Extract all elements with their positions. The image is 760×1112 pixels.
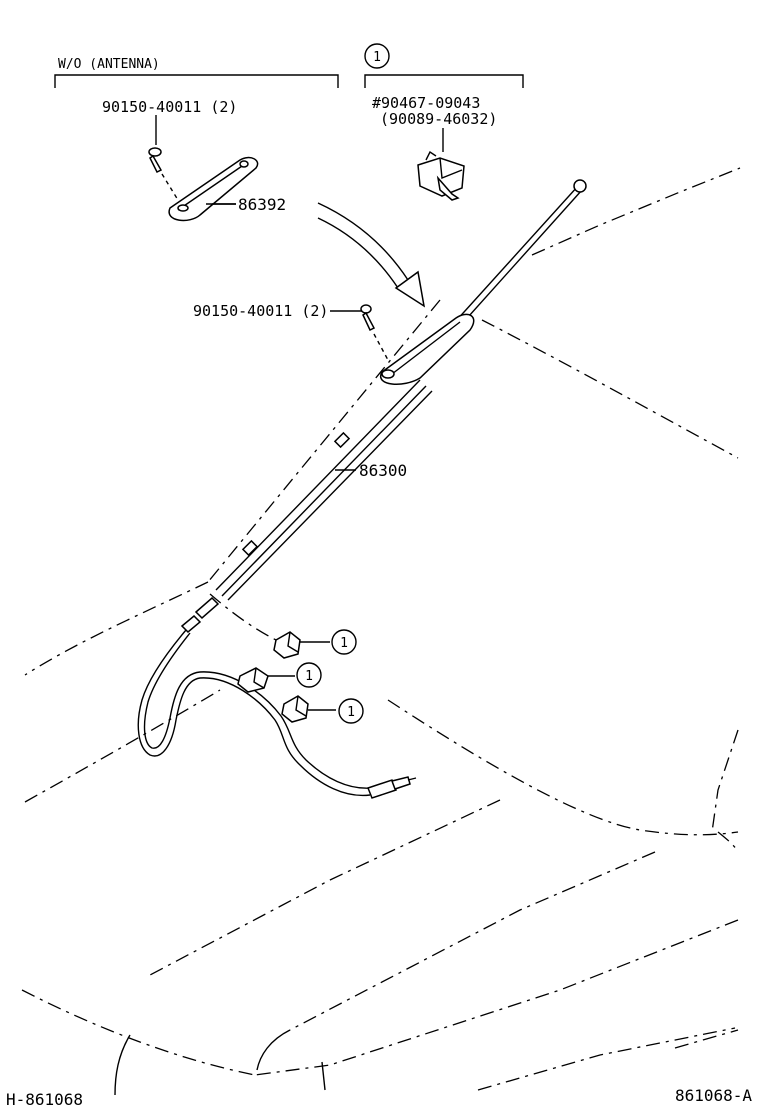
screw-top-icon [148,115,179,201]
bumper-edge-right [674,1029,739,1049]
ref-header-number: 1 [373,50,381,65]
diagram-code-left: H-861068 [6,1090,83,1109]
cover-part-number: 86392 [238,195,286,214]
hood-middle-line [24,689,221,803]
bumper-corner-left [114,1034,131,1096]
clip-part-number: #90467-09043 [372,94,480,112]
bumper-lower-right [477,1027,736,1091]
ref-1-number: 1 [340,636,348,651]
diagram-code-right: 861068-A [675,1086,752,1105]
ref-circle-header [364,43,390,69]
clip-part-icon [417,128,465,201]
bumper-line-1 [149,799,501,976]
hood-left-edge [24,581,209,676]
bumper-line-3 [254,919,739,1076]
antenna-assembly-icon [180,179,587,634]
screw-mid-icon [330,304,389,361]
cable-clip-2-icon [237,667,295,693]
direction-arrow-icon [317,202,426,308]
antenna-part-number: 86300 [359,461,407,480]
cable-clip-1-icon [273,631,330,659]
ref-circle-1 [331,629,357,655]
bumper-bottom-curve [21,989,256,1076]
fender-top-line [531,167,741,256]
antenna-cable-icon [137,629,417,799]
screw-mid-part-number: 90150-40011 (2) [193,302,328,320]
section-bracket-left [54,74,339,88]
bumper-line-2 [289,851,656,1031]
ref-3-number: 1 [347,705,355,720]
ref-circle-3 [338,698,364,724]
cable-clip-3-icon [281,695,336,723]
fender-upper-curve [481,319,739,459]
clip-alt-part-number: (90089-46032) [380,110,497,128]
pillar-left-line [207,299,441,583]
screw-top-part-number: 90150-40011 (2) [102,98,237,116]
section-bracket-right [364,74,524,88]
wheel-arch-line [717,831,739,853]
section-left-label: W/O (ANTENNA) [58,57,160,72]
bumper-corner-mid [256,1029,291,1071]
ref-2-number: 1 [305,669,313,684]
fender-right-edge [711,729,739,833]
vehicle-body-outline [21,167,741,1096]
ref-circle-2 [296,662,322,688]
bumper-tick [321,1061,326,1091]
fender-lower-curve [387,699,739,836]
